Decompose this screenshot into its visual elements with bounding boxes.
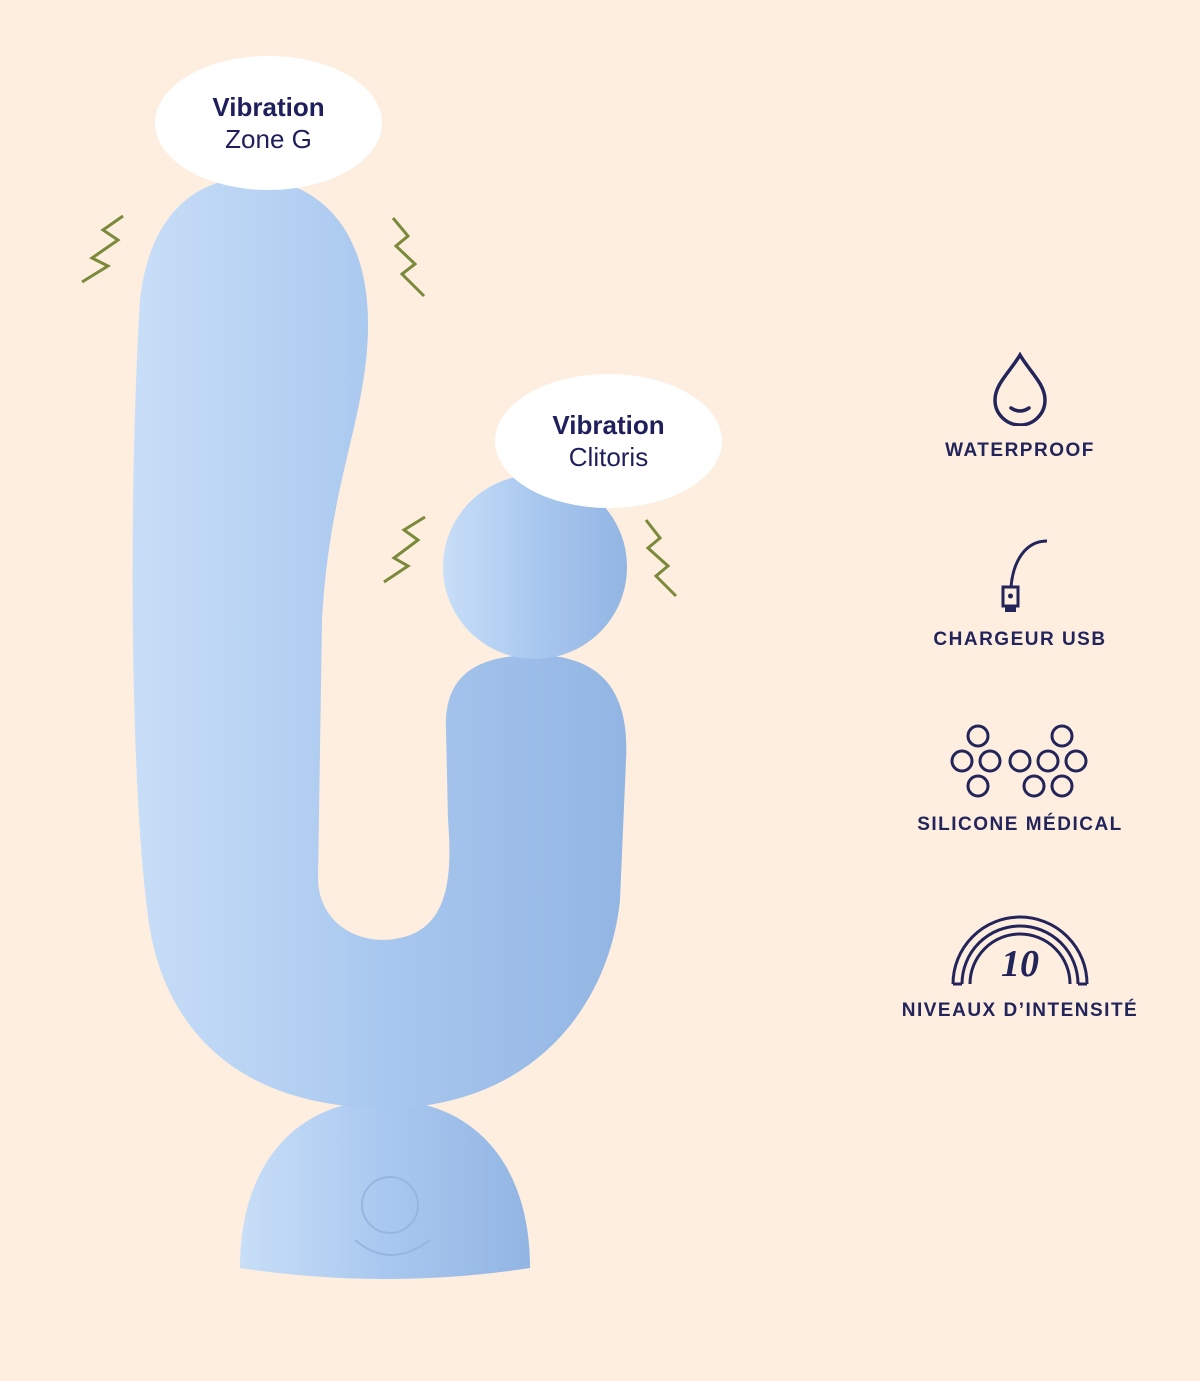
- feature-label: CHARGEUR USB: [933, 629, 1107, 650]
- bubble-zone-g: Vibration Zone G: [155, 56, 382, 190]
- logo: [354, 1176, 431, 1256]
- feature-label: WATERPROOF: [945, 440, 1095, 461]
- feature-usb: CHARGEUR USB: [880, 537, 1160, 651]
- vibration-marks: [81, 214, 678, 598]
- bubble-clitoris: Vibration Clitoris: [495, 374, 722, 508]
- bubble-subtitle: Clitoris: [568, 442, 649, 472]
- water-drop-icon: [993, 352, 1047, 426]
- bubble-title: Vibration: [212, 92, 325, 122]
- usb-cable-icon: [1001, 539, 1048, 612]
- bubble-title: Vibration: [552, 410, 665, 440]
- intensity-count: 10: [1001, 943, 1039, 985]
- product-base: [240, 1100, 530, 1279]
- feature-label: NIVEAUX D’INTENSITÉ: [901, 1000, 1139, 1021]
- rainbow-10-icon: [951, 915, 1089, 986]
- feature-silicone: SILICONE MÉDICAL: [880, 722, 1160, 836]
- product-body: [132, 178, 627, 1109]
- product-ball: [443, 475, 627, 659]
- feature-waterproof: WATERPROOF: [880, 352, 1160, 462]
- feature-intensity: 10 NIVEAUX D’INTENSITÉ: [880, 910, 1160, 1022]
- bubble-subtitle: Zone G: [225, 124, 312, 154]
- feature-label: SILICONE MÉDICAL: [917, 814, 1123, 835]
- molecule-icon: [950, 724, 1088, 798]
